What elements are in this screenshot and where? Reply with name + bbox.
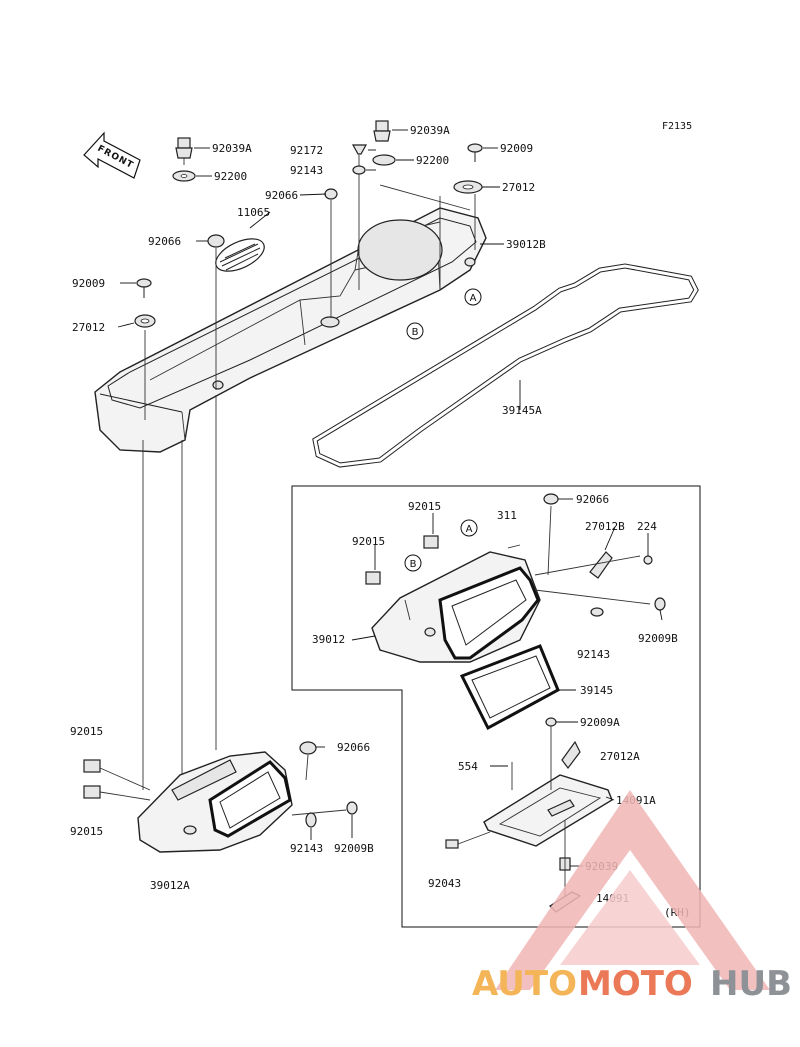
label-92066-3: 92066 bbox=[576, 493, 609, 506]
label-39145: 39145 bbox=[580, 684, 613, 697]
cover-39012A-drawing bbox=[83, 741, 358, 853]
gasket-39145A-drawing bbox=[312, 263, 699, 468]
label-554: 554 bbox=[458, 760, 478, 773]
label-92066-4: 92066 bbox=[337, 741, 370, 754]
vent-grille-11065 bbox=[215, 238, 265, 272]
label-92015-4: 92015 bbox=[70, 825, 103, 838]
figure-code: F2135 bbox=[662, 121, 692, 132]
label-11065: 11065 bbox=[237, 206, 270, 219]
callout-b-upper-text: B bbox=[412, 327, 419, 338]
hardware-top-left bbox=[134, 137, 225, 420]
label-27012-2: 27012 bbox=[72, 321, 105, 334]
label-92009-2: 92009 bbox=[72, 277, 105, 290]
callout-a-inset: A bbox=[460, 519, 478, 537]
cover-39012B-drawing bbox=[94, 207, 487, 453]
label-92143-3: 92143 bbox=[290, 842, 323, 855]
leader-lines bbox=[117, 129, 663, 867]
label-27012B: 27012B bbox=[585, 520, 625, 533]
label-27012-1: 27012 bbox=[502, 181, 535, 194]
watermark-logo: AUTO MOTO HUB bbox=[472, 790, 792, 1004]
watermark-triangle-icon bbox=[495, 790, 770, 990]
guide-lines bbox=[142, 395, 217, 790]
front-arrow: FRONT bbox=[83, 131, 141, 179]
label-92009B-1: 92009B bbox=[638, 632, 678, 645]
label-92172: 92172 bbox=[290, 144, 323, 157]
label-39012B: 39012B bbox=[506, 238, 546, 251]
callout-a-upper: A bbox=[464, 288, 482, 306]
label-92015-2: 92015 bbox=[352, 535, 385, 548]
inset-cover-39012-drawing bbox=[365, 493, 666, 663]
label-92039A-1: 92039A bbox=[212, 142, 252, 155]
label-92039A-2: 92039A bbox=[410, 124, 450, 137]
inset-frame bbox=[291, 485, 701, 928]
label-27012A: 27012A bbox=[600, 750, 640, 763]
label-92066-1: 92066 bbox=[265, 189, 298, 202]
callout-a-upper-text: A bbox=[470, 293, 477, 304]
callout-b-inset: B bbox=[404, 554, 422, 572]
callout-a-inset-text: A bbox=[466, 524, 473, 535]
label-311: 311 bbox=[497, 509, 517, 522]
watermark-part1: AUTO bbox=[472, 964, 577, 1004]
label-92200-1: 92200 bbox=[214, 170, 247, 183]
label-224: 224 bbox=[637, 520, 657, 533]
callout-b-upper: B bbox=[406, 322, 424, 340]
label-39012A: 39012A bbox=[150, 879, 190, 892]
label-39145A: 39145A bbox=[502, 404, 542, 417]
label-92015-3: 92015 bbox=[70, 725, 103, 738]
label-92009B-2: 92009B bbox=[334, 842, 374, 855]
label-92009-1: 92009 bbox=[500, 142, 533, 155]
label-92066-2: 92066 bbox=[148, 235, 181, 248]
label-39012: 39012 bbox=[312, 633, 345, 646]
label-92143-1: 92143 bbox=[290, 164, 323, 177]
callout-b-inset-text: B bbox=[410, 559, 417, 570]
hardware-top-mid bbox=[324, 120, 483, 318]
label-92009A: 92009A bbox=[580, 716, 620, 729]
label-92200-2: 92200 bbox=[416, 154, 449, 167]
label-92143-2: 92143 bbox=[577, 648, 610, 661]
label-92015-1: 92015 bbox=[408, 500, 441, 513]
part-labels: 92039A 92200 92172 92143 92039A 92200 92… bbox=[70, 124, 691, 919]
watermark-part3: HUB bbox=[710, 964, 792, 1004]
watermark-part2: MOTO bbox=[578, 964, 693, 1004]
label-92043: 92043 bbox=[428, 877, 461, 890]
